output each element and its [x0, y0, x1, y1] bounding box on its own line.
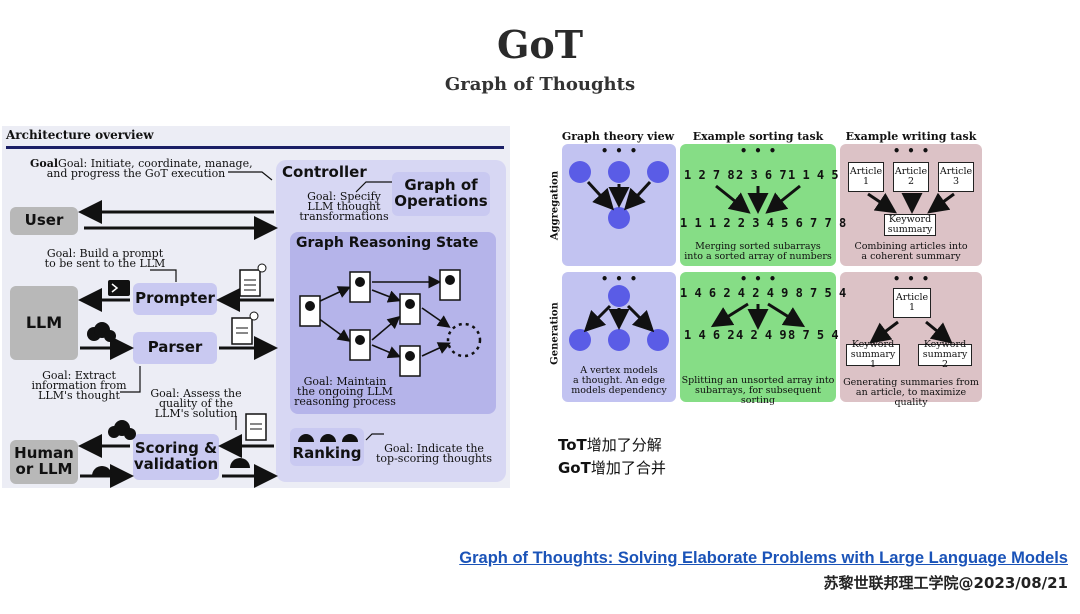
sort-output: 1 4 6 2 — [684, 328, 735, 342]
ranking-goal: Goal: Indicate the top-scoring thoughts — [376, 442, 493, 465]
document-gear-icon — [239, 263, 267, 297]
ranking-gauge-icon — [298, 434, 314, 442]
document-icon — [245, 413, 267, 441]
scoring-validation-box: Scoring & validation — [133, 434, 219, 480]
aggregation-write-caption: Combining articles into a coherent summa… — [854, 241, 968, 262]
user-box: User — [10, 207, 78, 235]
terminal-icon — [108, 280, 130, 296]
col-head-sorting: Example sorting task — [692, 130, 824, 143]
scoring-goal: Goal: Assess the quality of the LLM's so… — [150, 387, 242, 420]
thought-document-icon — [399, 345, 421, 377]
vertex — [608, 329, 630, 351]
sort-output: 1 1 1 2 2 3 4 5 6 7 7 8 — [680, 216, 847, 230]
grs-label: Graph Reasoning State — [296, 235, 479, 251]
ranking-gauge-icon — [320, 434, 336, 442]
generation-sort-cell — [680, 272, 836, 402]
graph-theory-drawings — [569, 161, 669, 351]
score-gauge-icon — [230, 458, 250, 468]
parser-box: Parser — [133, 332, 217, 364]
thought-cloud-icon — [108, 420, 136, 440]
prompter-box: Prompter — [133, 283, 217, 315]
graph-of-operations-box: Graph of Operations — [392, 172, 490, 216]
grs-goal: Goal: Maintain the ongoing LLM reasoning… — [294, 375, 396, 408]
vertex — [608, 285, 630, 307]
generation-sort-caption: Splitting an unsorted array into subarra… — [681, 375, 835, 406]
sort-output: 8 7 5 4 — [788, 328, 839, 342]
ellipsis: • • • — [600, 272, 638, 286]
col-head-graph: Graph theory view — [561, 130, 675, 143]
llm-box: LLM — [10, 286, 78, 360]
graph-caption: A vertex models a thought. An edge model… — [571, 365, 667, 396]
thought-document-icon — [299, 295, 321, 327]
thought-document-icon — [439, 269, 461, 301]
writing-arrows — [867, 192, 955, 344]
generation-write-caption: Generating summaries from an article, to… — [843, 377, 979, 408]
ellipsis: • • • — [739, 272, 777, 286]
parser-goal: Goal: Extract information from LLM's tho… — [31, 369, 127, 402]
architecture-heading: Architecture overview — [6, 128, 154, 142]
row-head-aggregation: Aggregation — [549, 170, 561, 241]
controller-goal-line-1: Goal: Initiate, coordinate, manage, — [58, 157, 253, 170]
controller-goal-line-2: and progress the GoT execution — [46, 167, 226, 180]
thought-document-icon — [349, 271, 371, 303]
graph-ops-goal: Goal: Specify LLM thought transformation… — [299, 190, 389, 223]
controller-label: Controller — [282, 163, 367, 181]
ellipsis: • • • — [600, 144, 638, 158]
thought-document-icon — [399, 293, 421, 325]
pending-thought-icon — [446, 322, 482, 358]
reasoning-graph — [317, 275, 451, 359]
ellipsis: • • • — [892, 272, 930, 286]
vertex — [569, 161, 591, 183]
got-note: GoT增加了合并 — [558, 459, 666, 477]
vertex — [608, 207, 630, 229]
sort-output: 4 2 4 9 — [736, 328, 787, 342]
vertex — [569, 329, 591, 351]
score-gauge-icon — [92, 466, 112, 476]
credit-line: 苏黎世联邦理工学院@2023/08/21 — [823, 574, 1068, 592]
paper-link[interactable]: Graph of Thoughts: Solving Elaborate Pro… — [459, 549, 1068, 567]
prompter-goal: Goal: Build a prompt to be sent to the L… — [44, 247, 166, 270]
vertex — [647, 329, 669, 351]
col-head-writing: Example writing task — [845, 130, 977, 143]
architecture-arrows — [78, 171, 482, 488]
thought-document-icon — [349, 329, 371, 361]
controller-goal: GoalGoal: Initiate, coordinate, manage, … — [30, 157, 253, 180]
ellipsis: • • • — [739, 144, 777, 158]
human-or-llm-box: Human or LLM — [10, 440, 78, 484]
sort-input: 1 2 7 8 — [684, 168, 735, 182]
slide-title: GoT — [496, 22, 584, 67]
thought-cloud-icon — [87, 322, 116, 342]
sorting-arrows — [710, 184, 806, 330]
vertex — [608, 161, 630, 183]
tot-note: ToT增加了分解 — [558, 436, 662, 454]
sort-input: 2 3 6 7 — [736, 168, 787, 182]
ellipsis: • • • — [892, 144, 930, 158]
aggregation-sort-caption: Merging sorted subarrays into a sorted a… — [684, 241, 832, 262]
vertex — [647, 161, 669, 183]
document-gear-icon — [231, 311, 259, 345]
heading-rule — [6, 146, 504, 149]
sort-input: 1 1 4 5 — [788, 168, 839, 182]
ranking-gauge-icon — [342, 434, 358, 442]
slide-subtitle: Graph of Thoughts — [444, 74, 636, 95]
row-head-generation: Generation — [549, 302, 561, 365]
sort-input: 1 4 6 2 4 2 4 9 8 7 5 4 — [680, 286, 847, 300]
